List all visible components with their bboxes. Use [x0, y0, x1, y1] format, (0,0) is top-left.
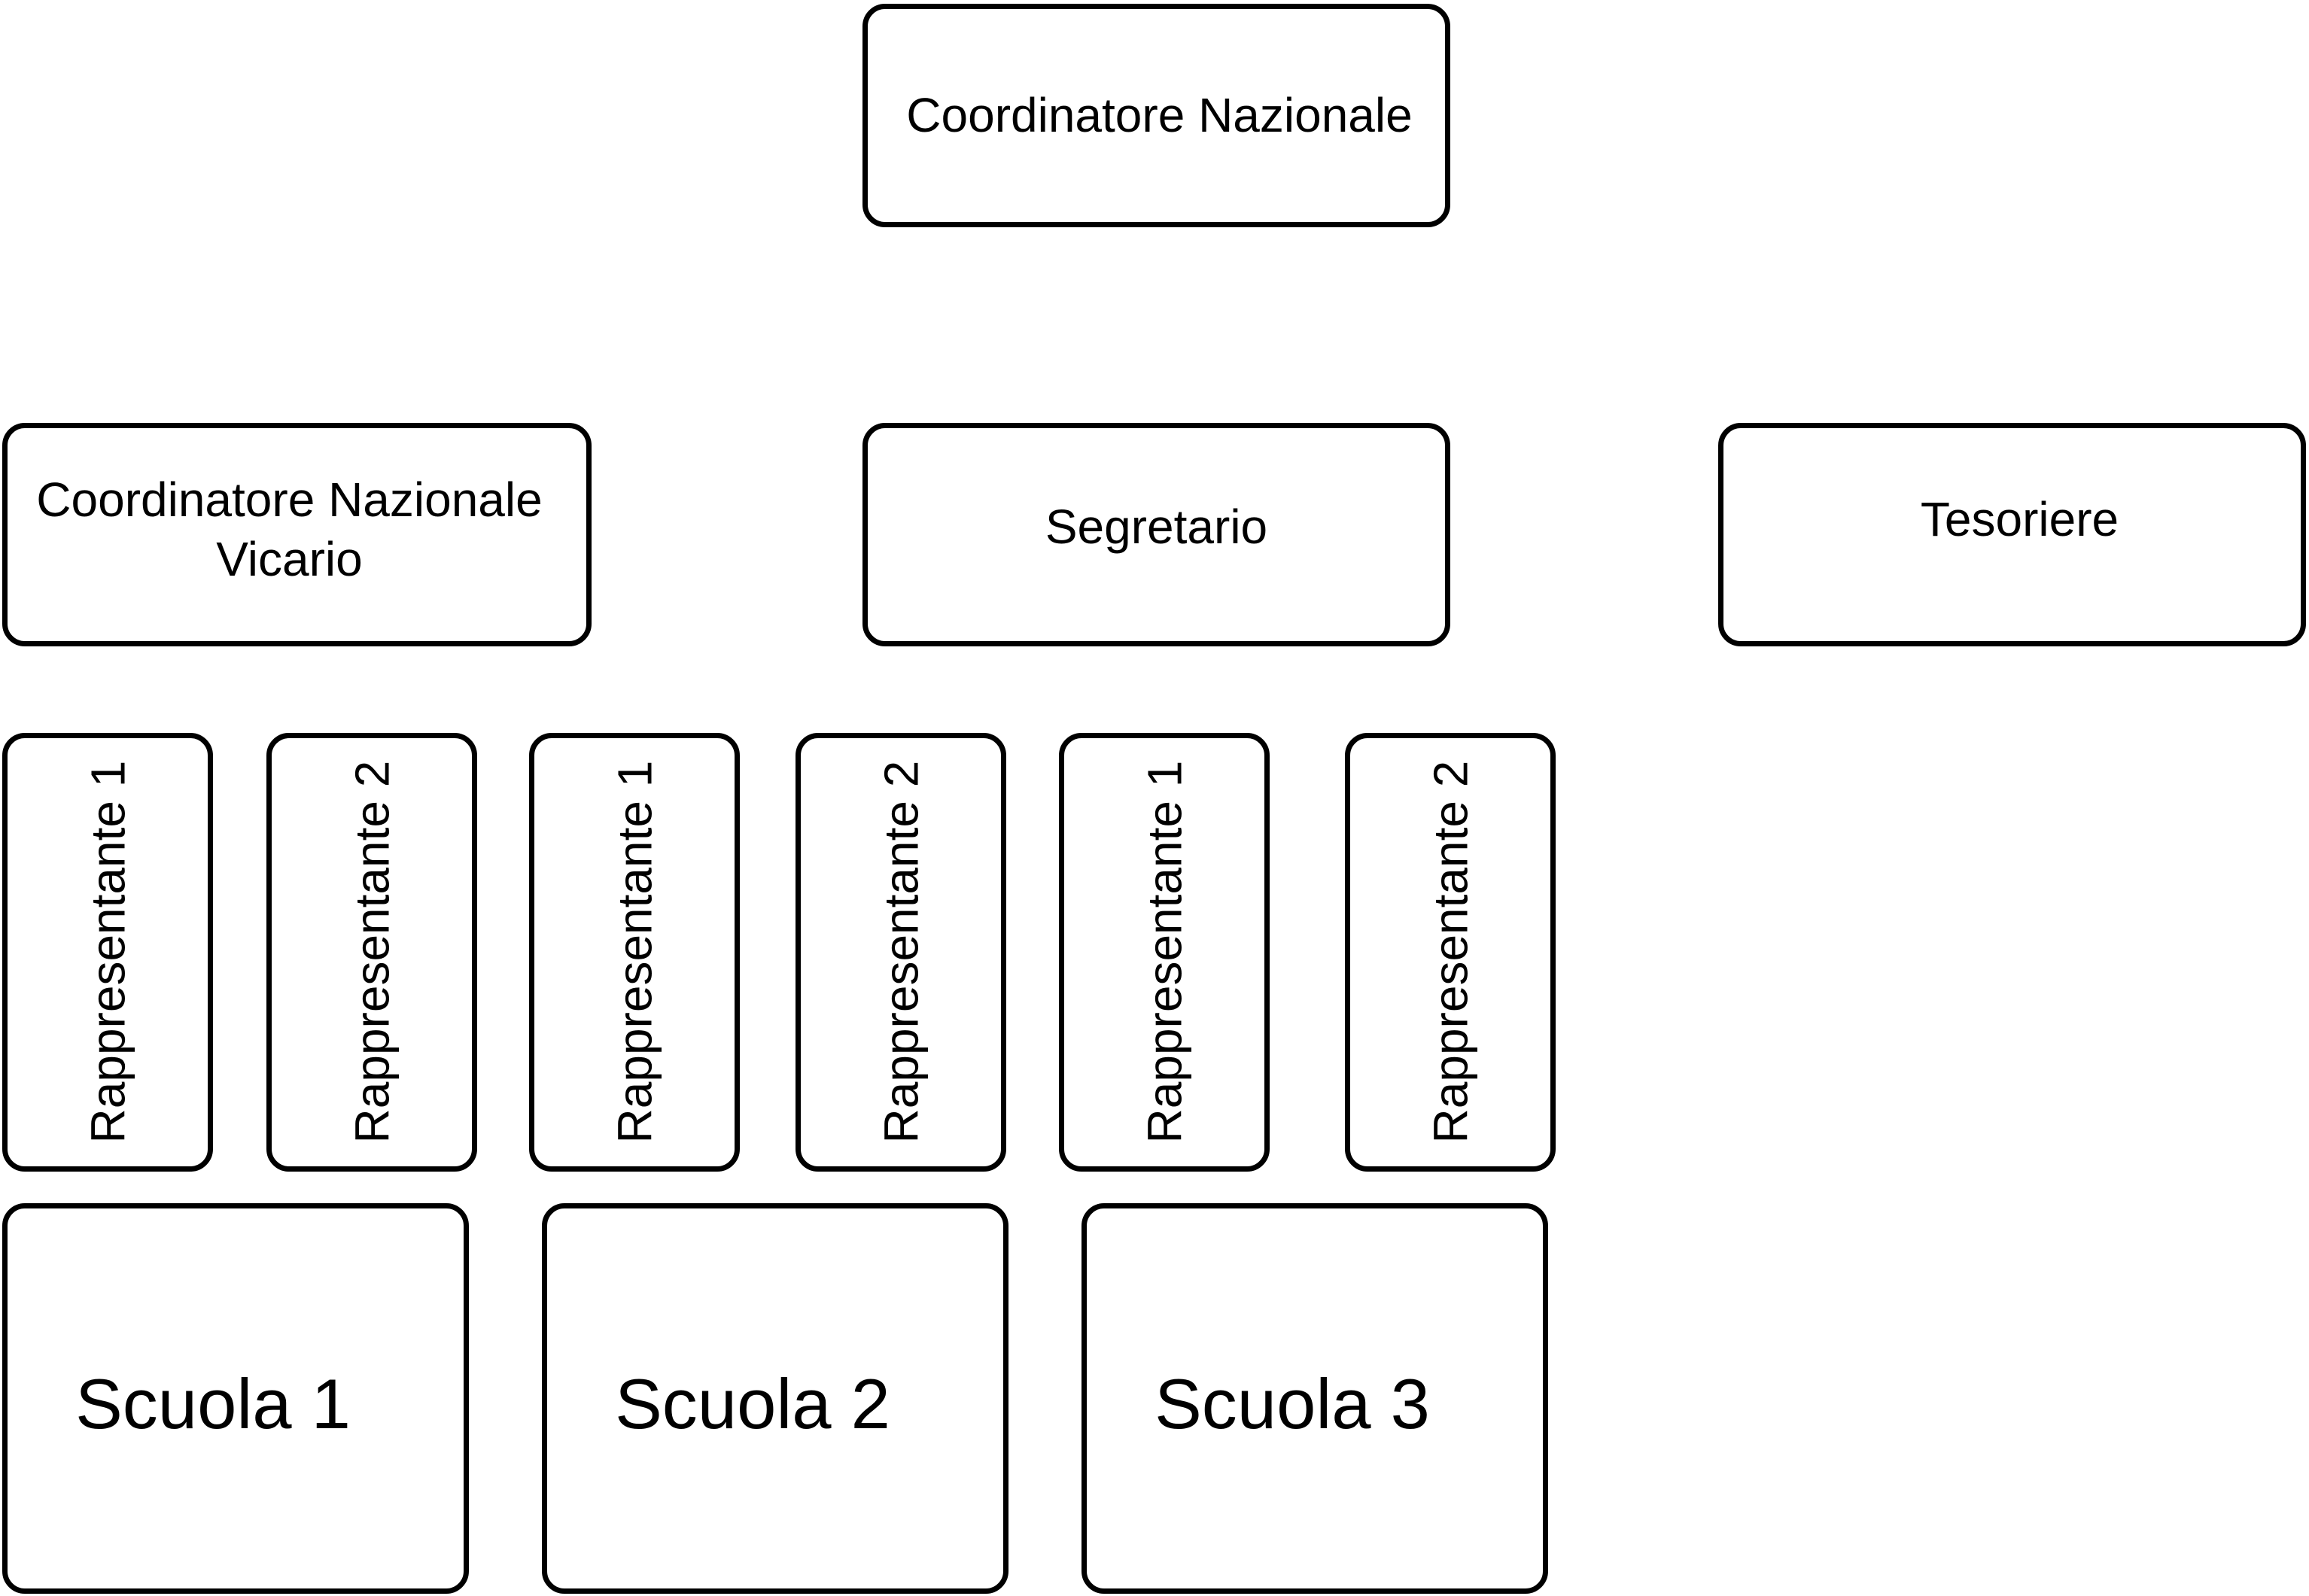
node-label: Rappresentante 2: [1422, 761, 1477, 1144]
node-rappresentante-2: Rappresentante 2: [796, 733, 1006, 1172]
node-label: Coordinatore Nazionale Vicario: [36, 473, 543, 586]
node-tesoriere: Tesoriere: [1718, 423, 2306, 646]
node-coordinatore-nazionale: Coordinatore Nazionale: [862, 4, 1450, 227]
node-rappresentante-1: Rappresentante 1: [529, 733, 740, 1172]
node-coordinatore-nazionale-vicario: Coordinatore Nazionale Vicario: [2, 423, 592, 646]
node-label: Rappresentante 1: [80, 761, 135, 1144]
node-scuola-2: Scuola 2: [542, 1203, 1008, 1594]
node-label: Scuola 3: [1154, 1364, 1430, 1444]
node-scuola-3: Scuola 3: [1081, 1203, 1548, 1594]
node-scuola-1: Scuola 1: [2, 1203, 469, 1594]
node-segretario: Segretario: [862, 423, 1450, 646]
node-label: Segretario: [1045, 500, 1268, 555]
node-rappresentante-2: Rappresentante 2: [266, 733, 477, 1172]
node-label: Rappresentante 2: [344, 761, 399, 1144]
node-rappresentante-1: Rappresentante 1: [1059, 733, 1270, 1172]
node-label: Rappresentante 1: [607, 761, 662, 1144]
node-label: Rappresentante 2: [873, 761, 928, 1144]
node-rappresentante-2: Rappresentante 2: [1345, 733, 1556, 1172]
node-label: Scuola 2: [615, 1364, 890, 1444]
node-label: Scuola 1: [75, 1364, 351, 1444]
node-rappresentante-1: Rappresentante 1: [2, 733, 213, 1172]
node-label: Rappresentante 1: [1136, 761, 1191, 1144]
node-label: Coordinatore Nazionale: [906, 88, 1413, 143]
node-label: Tesoriere: [1920, 492, 2119, 547]
